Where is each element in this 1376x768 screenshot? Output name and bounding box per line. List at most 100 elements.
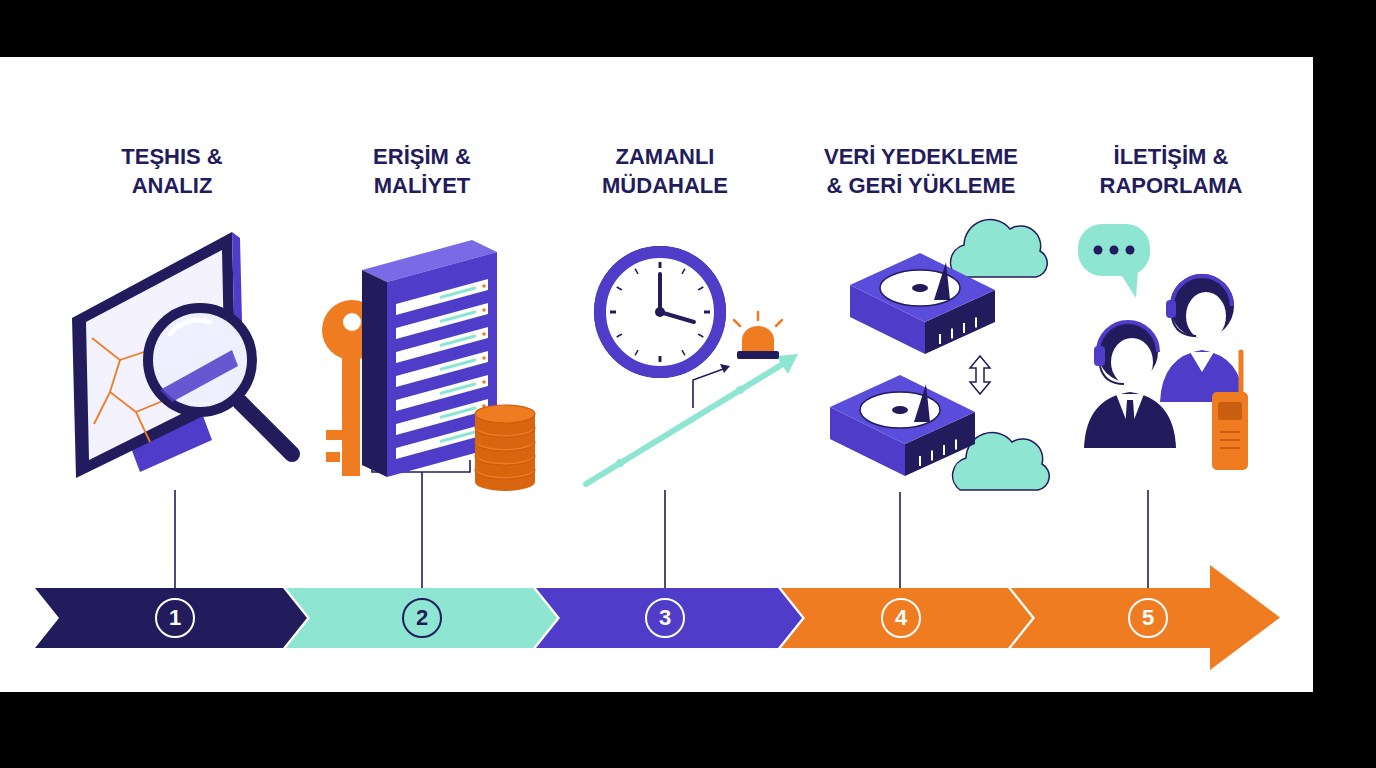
server-icon xyxy=(482,356,486,360)
step-title: TEŞHIS & ANALIZ xyxy=(121,142,222,200)
clock-icon xyxy=(659,262,662,268)
disk-drive-icon xyxy=(850,253,995,322)
disk-drive-icon xyxy=(939,334,941,344)
monitor-icon xyxy=(94,392,110,424)
chevron-shape xyxy=(286,588,557,648)
leader-lines xyxy=(664,490,666,588)
chevron-shape xyxy=(536,588,802,648)
process-step: 3 xyxy=(536,588,802,648)
walkie-talkie-icon xyxy=(1220,432,1240,448)
server-icon xyxy=(440,408,476,418)
step-title: VERİ YEDEKLEME & GERİ YÜKLEME xyxy=(824,142,1018,200)
alarm-light-icon xyxy=(757,312,760,320)
clock-icon xyxy=(659,356,662,362)
clock-icon xyxy=(635,269,638,274)
step-title: İLETİŞİM & RAPORLAMA xyxy=(1100,142,1243,200)
clock-icon xyxy=(658,274,662,312)
panel xyxy=(0,57,1313,692)
alarm-light-icon xyxy=(737,351,779,359)
clock-icon xyxy=(600,252,720,372)
chat-bubble-icon xyxy=(1078,224,1150,298)
operator-man-icon xyxy=(1125,400,1135,436)
process-step: 4 xyxy=(781,588,1032,648)
operator-man-icon xyxy=(1084,322,1176,448)
server-icon xyxy=(440,312,476,322)
chat-bubble-icon xyxy=(1094,246,1103,255)
server-icon xyxy=(482,284,486,288)
operator-woman-icon xyxy=(1172,318,1196,336)
coins-icon xyxy=(475,405,535,423)
step-number: 5 xyxy=(1128,598,1168,638)
operator-man-icon xyxy=(1084,392,1176,448)
leader-lines xyxy=(899,492,901,588)
leader-lines xyxy=(421,472,423,588)
clock-icon xyxy=(698,287,703,290)
clock-icon xyxy=(660,312,694,322)
walkie-talkie-icon xyxy=(1220,431,1240,433)
step-number: 4 xyxy=(881,598,921,638)
timeline-arrow xyxy=(720,364,730,373)
operator-man-icon xyxy=(1094,346,1105,366)
chat-bubble-icon xyxy=(1126,246,1135,255)
step-number: 1 xyxy=(155,598,195,638)
process-step: 5 xyxy=(1011,565,1280,670)
process-step: 1 xyxy=(35,588,307,648)
timeline-arrow xyxy=(693,368,726,408)
walkie-talkie-icon xyxy=(1220,447,1240,449)
disk-drive-icon xyxy=(963,323,965,333)
operator-woman-icon xyxy=(1166,300,1176,318)
operator-woman-icon xyxy=(1160,274,1244,402)
server-icon xyxy=(362,270,387,477)
disk-drive-icon xyxy=(951,329,953,339)
operator-woman-icon xyxy=(1190,352,1214,372)
server-icon xyxy=(440,288,476,298)
chat-bubble-icon xyxy=(1118,270,1138,298)
monitor-icon xyxy=(136,400,165,412)
cloud-icon xyxy=(951,220,1048,277)
magnifier-icon xyxy=(148,308,252,412)
clock-icon xyxy=(698,334,703,337)
step-number: 3 xyxy=(645,598,685,638)
leader-lines xyxy=(174,490,176,588)
disk-drive-icon xyxy=(943,445,945,455)
walkie-talkie-icon xyxy=(1218,402,1242,420)
disk-drive-icon xyxy=(931,451,933,461)
server-icon xyxy=(396,423,488,459)
operator-man-icon xyxy=(1100,366,1124,384)
disk-drive-icon xyxy=(830,375,975,444)
clock-icon xyxy=(682,269,685,274)
magnifier-icon xyxy=(148,308,292,454)
step-number: 2 xyxy=(402,598,442,638)
disk-drive-icon xyxy=(955,440,957,450)
cloud-icon xyxy=(951,220,1048,277)
disk-drive-icon xyxy=(914,384,930,422)
server-icon xyxy=(440,360,476,370)
chevron-shape xyxy=(1011,565,1280,670)
alarm-light-icon xyxy=(734,312,782,326)
server-icon xyxy=(482,380,486,384)
walkie-talkie-icon xyxy=(1212,352,1248,470)
alarm-light-icon xyxy=(776,320,782,326)
server-icon xyxy=(440,432,476,442)
key-icon xyxy=(342,352,360,476)
timeline-arrow xyxy=(616,459,624,467)
clock-icon xyxy=(617,287,622,290)
clock-icon xyxy=(704,311,710,314)
walkie-talkie-icon xyxy=(1212,392,1248,470)
server-icon xyxy=(440,336,476,346)
clock-icon xyxy=(682,350,685,355)
server-icon xyxy=(482,332,486,336)
timeline-arrow xyxy=(736,386,744,394)
disk-drive-icon xyxy=(892,406,908,414)
key-icon xyxy=(326,430,344,440)
magnifier-icon xyxy=(160,350,238,402)
leader-lines xyxy=(1147,490,1149,588)
server-icon xyxy=(440,384,476,394)
timeline-arrow xyxy=(586,362,786,484)
clock-icon xyxy=(594,246,726,378)
disk-drive-icon xyxy=(912,284,928,292)
sync-arrow xyxy=(970,356,990,394)
step-title: ZAMANLI MÜDAHALE xyxy=(602,142,728,200)
